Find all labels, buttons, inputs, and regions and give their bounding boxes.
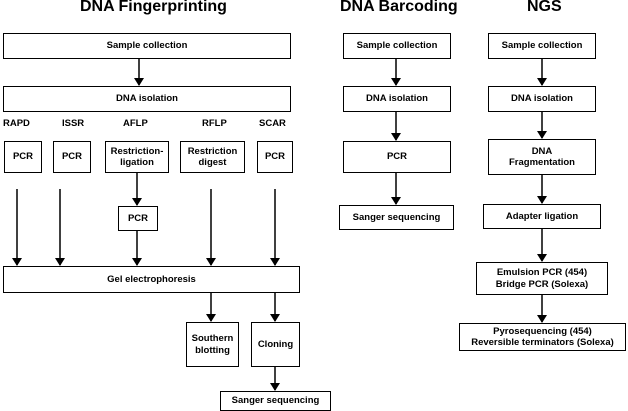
title-dna-fingerprinting: DNA Fingerprinting (80, 0, 227, 15)
fp-sample-collection-label: Sample collection (106, 40, 188, 52)
fp-sample-collection-box: Sample collection (3, 33, 291, 59)
fp-pcr-scar-label: PCR (264, 151, 286, 163)
ngs-adapter-ligation-label: Adapter ligation (505, 210, 579, 222)
fp-southern-blotting-box: Southern blotting (186, 322, 239, 367)
ngs-dna-fragmentation-box: DNA Fragmentation (488, 139, 596, 175)
bc-pcr-label: PCR (386, 151, 408, 163)
bc-sample-collection-box: Sample collection (343, 33, 451, 59)
marker-label-issr: ISSR (62, 118, 85, 129)
fp-pcr-rapd-box: PCR (4, 141, 42, 173)
ngs-sample-collection-box: Sample collection (488, 33, 596, 59)
fp-gel-electrophoresis-label: Gel electrophoresis (107, 273, 196, 285)
bc-sample-collection-label: Sample collection (356, 40, 438, 52)
bc-dna-isolation-label: DNA isolation (366, 93, 428, 105)
fp-restriction-digest-label: Restriction digest (187, 145, 238, 168)
ngs-dna-isolation-box: DNA isolation (488, 86, 596, 112)
ngs-adapter-ligation-box: Adapter ligation (483, 204, 601, 229)
ngs-sample-collection-label: Sample collection (501, 40, 583, 52)
ngs-pyrosequencing-box: Pyrosequencing (454) Reversible terminat… (459, 323, 626, 351)
fp-pcr-scar-box: PCR (257, 141, 293, 173)
fp-pcr-aflp-box: PCR (118, 206, 158, 231)
fp-restriction-digest-box: Restriction digest (180, 141, 245, 173)
fp-restriction-ligation-box: Restriction- ligation (105, 141, 169, 173)
fp-cloning-box: Cloning (251, 322, 300, 367)
ngs-emulsion-pcr-label: Emulsion PCR (454) Bridge PCR (Solexa) (495, 267, 589, 290)
fp-gel-electrophoresis-box: Gel electrophoresis (3, 266, 300, 293)
marker-label-aflp: AFLP (123, 118, 148, 129)
fp-pcr-rapd-label: PCR (12, 151, 34, 163)
bc-pcr-box: PCR (343, 141, 451, 173)
ngs-dna-fragmentation-label: DNA Fragmentation (509, 145, 575, 168)
fp-dna-isolation-label: DNA isolation (116, 93, 178, 105)
ngs-pyrosequencing-label: Pyrosequencing (454) Reversible terminat… (471, 325, 614, 348)
ngs-dna-isolation-label: DNA isolation (511, 93, 573, 105)
bc-dna-isolation-box: DNA isolation (343, 86, 451, 112)
title-ngs: NGS (527, 0, 562, 15)
fp-southern-blotting-label: Southern blotting (191, 333, 234, 356)
bc-sanger-sequencing-box: Sanger sequencing (339, 205, 454, 230)
marker-label-rapd: RAPD (3, 118, 30, 129)
bc-sanger-sequencing-label: Sanger sequencing (352, 211, 441, 223)
fp-pcr-issr-box: PCR (53, 141, 91, 173)
title-dna-barcoding: DNA Barcoding (340, 0, 458, 15)
fp-sanger-sequencing-label: Sanger sequencing (231, 395, 320, 407)
marker-label-scar: SCAR (259, 118, 286, 129)
fp-restriction-ligation-label: Restriction- ligation (110, 145, 164, 168)
fp-pcr-issr-label: PCR (61, 151, 83, 163)
fp-dna-isolation-box: DNA isolation (3, 86, 291, 112)
fp-cloning-label: Cloning (257, 338, 294, 350)
fp-pcr-aflp-label: PCR (127, 212, 149, 224)
marker-label-rflp: RFLP (202, 118, 227, 129)
ngs-emulsion-pcr-box: Emulsion PCR (454) Bridge PCR (Solexa) (476, 262, 608, 295)
